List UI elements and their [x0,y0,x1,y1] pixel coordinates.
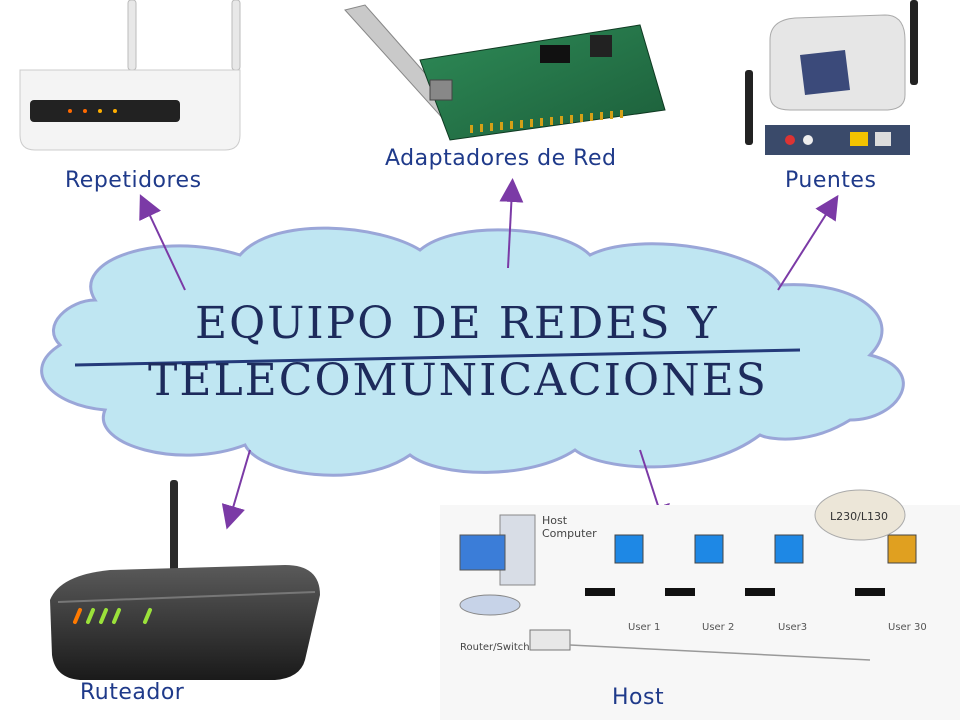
user-label: User 1 [628,622,660,633]
arrow-puentes [777,194,839,291]
user-label: User 2 [702,622,734,633]
user-station: User 1 [585,534,660,633]
arrow-ruteador [221,449,251,530]
user-label: User3 [778,622,807,633]
arrow-adaptadores [499,178,524,269]
wireless-bridge-icon [745,0,918,155]
model-bubble: L230/L130 [814,489,906,541]
host-tower [499,514,536,586]
user-station: User 2 [665,534,734,633]
host-router-switch [529,629,571,651]
router-icon [50,480,320,680]
title-line-1: Equipo de Redes y [195,298,719,349]
label-host: Host [612,685,665,710]
host-computer-label: Host Computer [542,514,597,540]
wifi-repeater-icon [19,0,241,151]
title-underline [74,348,801,367]
user-station: User 30 [855,534,927,633]
title-line-2: Telecomunicaciones [148,355,768,406]
bubble-label: L230/L130 [830,510,888,523]
router-switch-label: Router/Switch [460,642,530,653]
host-monitor [459,534,506,571]
user-station: User3 [745,534,807,633]
label-ruteador: Ruteador [80,680,185,705]
user-label: User 30 [888,622,927,633]
arrow-repetidores [139,194,186,291]
host-network-icon: Host Computer Router/Switch User 1 User … [440,489,960,720]
label-adaptadores: Adaptadores de Red [385,146,617,171]
cloud-shape [40,226,905,477]
network-card-icon [344,4,666,141]
label-puentes: Puentes [785,168,877,193]
central-cloud [40,226,905,477]
label-repetidores: Repetidores [65,168,202,193]
